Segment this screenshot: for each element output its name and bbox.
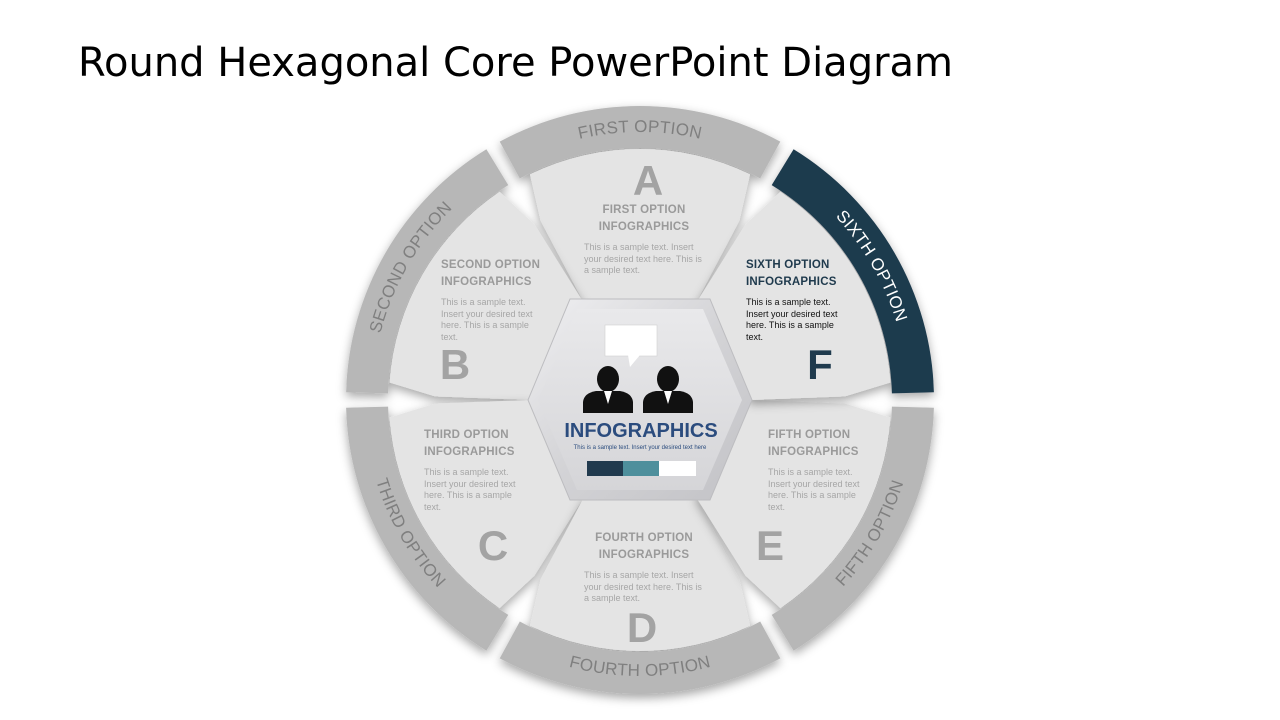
segment-inner-panel — [695, 400, 891, 609]
center-hexagon-inner — [538, 309, 742, 490]
segment-d — [499, 496, 781, 695]
segment-letter: F — [807, 341, 833, 388]
segment-ring-band — [499, 621, 781, 695]
segment-c — [346, 400, 585, 651]
segment-heading: THIRD OPTION — [424, 429, 509, 441]
segment-a-text: FIRST OPTION INFOGRAPHICS This is a samp… — [584, 202, 704, 277]
legend-swatch — [623, 461, 659, 476]
center-subtitle: This is a sample text. Insert your desir… — [573, 445, 707, 451]
segment-ring-band — [346, 406, 509, 651]
segment-inner-panel — [695, 191, 891, 400]
segment-inner-panel — [389, 400, 585, 609]
segment-heading: FIFTH OPTION — [768, 429, 851, 441]
segment-c-text: THIRD OPTION INFOGRAPHICS This is a samp… — [424, 427, 526, 513]
segment-b-text: SECOND OPTION INFOGRAPHICS This is a sam… — [441, 257, 543, 343]
segment-subheading: INFOGRAPHICS — [424, 446, 515, 458]
segment-subheading: INFOGRAPHICS — [598, 549, 690, 561]
segment-letter: C — [478, 522, 508, 569]
segment-ring-band — [771, 406, 934, 651]
segment-ring-band — [771, 149, 934, 394]
segment-inner-panel — [530, 496, 750, 651]
segment-inner-panel — [389, 191, 585, 400]
segment-b — [346, 149, 585, 400]
segment-subheading: INFOGRAPHICS — [598, 221, 690, 233]
person-icon — [583, 366, 633, 413]
segment-subheading: INFOGRAPHICS — [441, 276, 532, 288]
segment-e — [695, 400, 934, 651]
person-icon — [643, 366, 693, 413]
segment-ring-band — [346, 149, 509, 394]
page-title: Round Hexagonal Core PowerPoint Diagram — [78, 40, 953, 86]
segment-inner-panel — [530, 149, 750, 304]
center-title: INFOGRAPHICS — [564, 420, 718, 442]
segment-body: This is a sample text. Insert your desir… — [424, 467, 516, 512]
segment-body: This is a sample text. Insert your desir… — [768, 467, 860, 512]
segment-ring-band — [499, 105, 781, 179]
segment-body: This is a sample text. Insert your desir… — [441, 297, 533, 342]
segment-body: This is a sample text. Insert your desir… — [746, 297, 838, 342]
segment-letter: A — [633, 157, 663, 204]
segment-heading: FOURTH OPTION — [595, 532, 693, 544]
legend-swatch — [587, 461, 623, 476]
segment-subheading: INFOGRAPHICS — [746, 276, 837, 288]
segment-body: This is a sample text. Insert your desir… — [584, 242, 702, 275]
center-hexagon — [527, 298, 753, 501]
legend-swatch — [659, 461, 696, 476]
speech-bubble-icon — [604, 324, 658, 367]
segment-a — [499, 105, 781, 304]
segment-letter: B — [440, 341, 470, 388]
segment-e-text: FIFTH OPTION INFOGRAPHICS This is a samp… — [768, 427, 870, 513]
segment-body: This is a sample text. Insert your desir… — [584, 570, 702, 603]
segment-subheading: INFOGRAPHICS — [768, 446, 859, 458]
segment-heading: SIXTH OPTION — [746, 259, 830, 271]
segment-heading: SECOND OPTION — [441, 259, 541, 271]
segment-heading: FIRST OPTION — [602, 204, 686, 216]
segment-d-text: FOURTH OPTION INFOGRAPHICS This is a sam… — [584, 530, 704, 605]
segment-f-text: SIXTH OPTION INFOGRAPHICS This is a samp… — [746, 257, 848, 343]
segment-f — [695, 149, 934, 400]
segment-letter: D — [627, 604, 657, 651]
segment-letter: E — [756, 522, 784, 569]
